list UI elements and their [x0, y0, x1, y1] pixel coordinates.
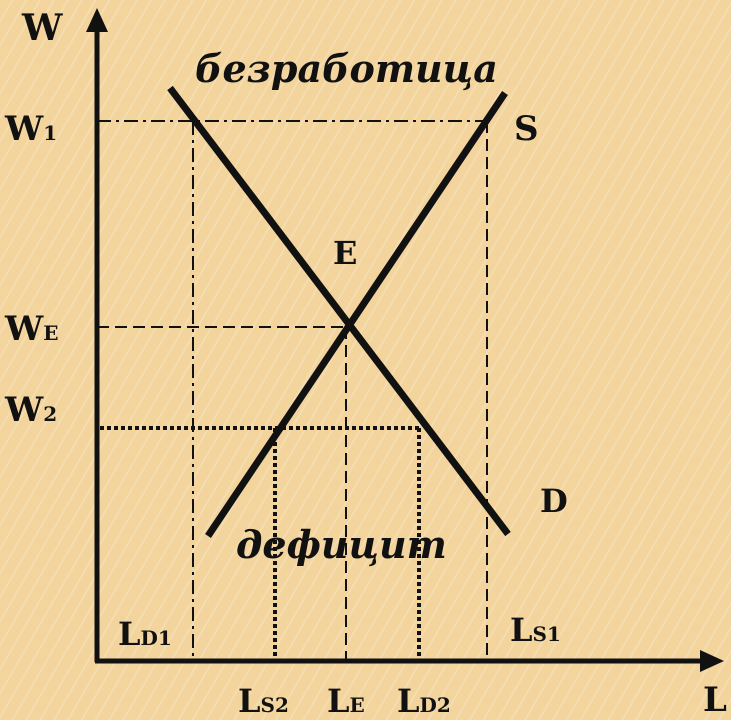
ld1-label: LD1: [118, 615, 172, 653]
y-axis-label: W: [21, 7, 63, 49]
le-label: LE: [327, 682, 365, 720]
ls1-label: LS1: [510, 611, 561, 649]
we-label: WE: [4, 309, 58, 349]
supply-label: S: [514, 109, 539, 149]
w2-label: W2: [4, 390, 57, 430]
deficit-label: дефицит: [236, 522, 447, 567]
ld2-label: LD2: [397, 682, 451, 720]
labels: W L W1 WE W2 S D E безработица дефицит L…: [4, 7, 727, 720]
x-axis-arrow: [700, 650, 724, 672]
supply-curve: [205, 91, 508, 538]
guide-lines: [97, 120, 490, 661]
ls2-label: LS2: [238, 682, 289, 720]
axes: [86, 8, 724, 672]
equilibrium-label: E: [333, 234, 357, 272]
y-axis-arrow: [86, 8, 108, 32]
x-axis-label: L: [703, 680, 727, 720]
demand-label: D: [540, 482, 568, 520]
unemployment-label: безработица: [195, 46, 498, 91]
demand-curve: [167, 85, 511, 537]
w1-label: W1: [4, 109, 57, 149]
